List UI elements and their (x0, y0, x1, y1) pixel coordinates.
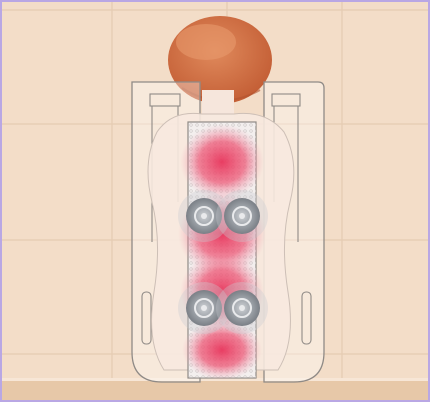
roller-icon (216, 282, 268, 334)
heat-zones (178, 124, 266, 380)
roller-icon (216, 190, 268, 242)
heat-zone (180, 124, 264, 200)
floor-strip (2, 380, 430, 402)
